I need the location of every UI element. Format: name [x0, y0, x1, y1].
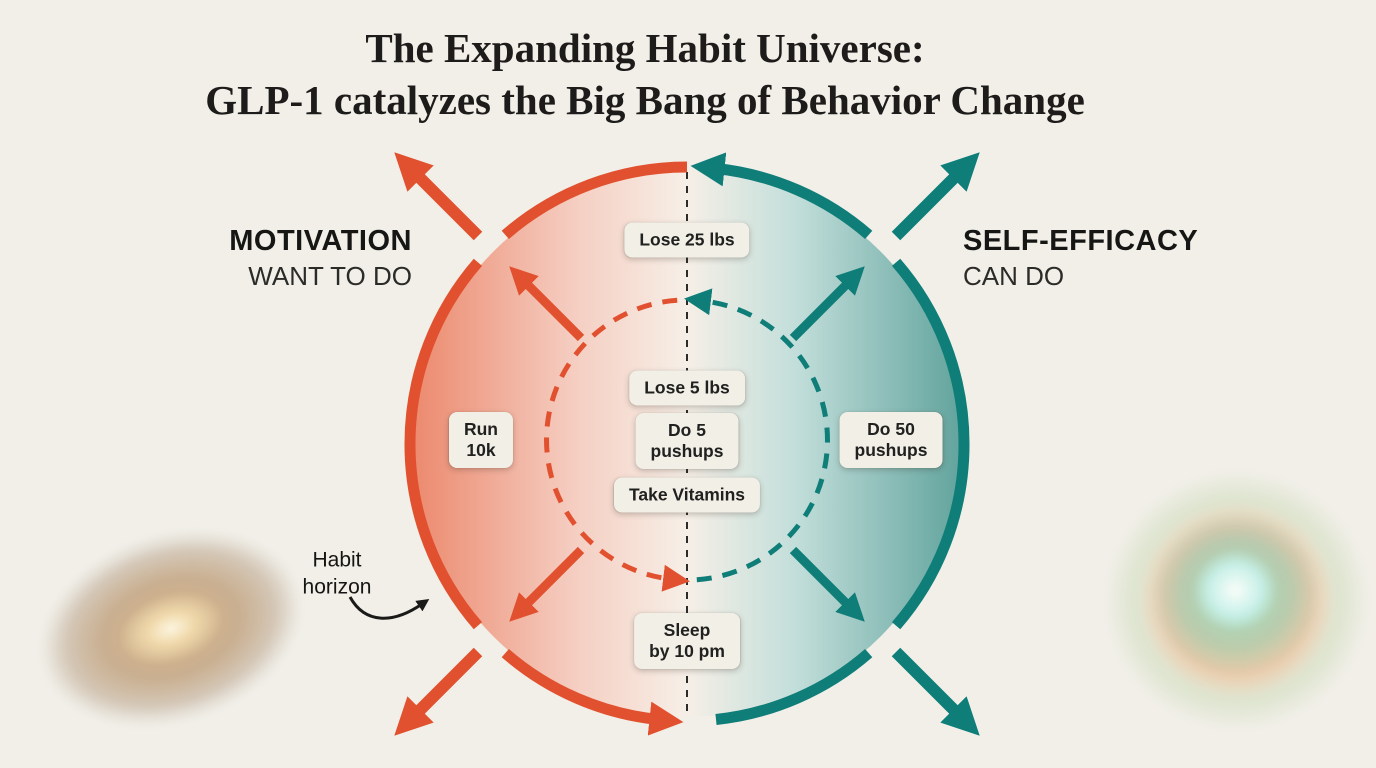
outer-arrow-down-right-icon: [891, 647, 980, 736]
inner-cycle-red-arc-arrow-icon: [544, 297, 691, 592]
outer-cycle-rim: [404, 152, 970, 736]
habit-pill-text: Take Vitamins: [628, 484, 746, 505]
inner-arrow-up-right-icon: [789, 266, 865, 342]
habit-pill-sleep-by-10pm: Sleep by 10 pm: [634, 613, 740, 669]
habit-horizon-line1: Habit: [312, 548, 362, 572]
habit-pill-text: Do 5: [668, 420, 706, 440]
habit-horizon-line2: horizon: [302, 576, 372, 599]
outer-cycle-red-arc-arrow-icon: [404, 161, 688, 736]
motivation-label: MOTIVATION: [229, 225, 412, 257]
habit-pill-text: Lose 25 lbs: [639, 229, 735, 250]
habit-pill-lose-25-lbs: Lose 25 lbs: [624, 222, 750, 258]
inner-arrow-up-left-icon: [509, 266, 585, 342]
habit-pill-text: pushups: [854, 440, 928, 460]
self-efficacy-label: SELF-EFFICACY: [963, 225, 1199, 257]
inner-expansion-arrows: [509, 266, 865, 622]
outer-arrow-up-left-icon: [394, 152, 483, 241]
habit-horizon-note: Habit horizon: [303, 547, 372, 602]
habit-pill-run-10k: Run 10k: [448, 412, 514, 468]
habit-horizon-pointer-arrow-icon: [348, 596, 430, 620]
self-efficacy-sublabel: CAN DO: [963, 261, 1065, 292]
page-title: The Expanding Habit Universe: GLP-1 cata…: [0, 22, 1290, 127]
outer-cycle-teal-arc-arrow-icon: [690, 152, 970, 725]
habit-pill-text: Do 50: [867, 419, 915, 439]
habit-pill-take-vitamins: Take Vitamins: [613, 477, 761, 513]
outer-arrow-down-left-icon: [394, 647, 483, 736]
inner-arrow-down-right-icon: [789, 546, 865, 622]
outer-arrow-up-right-icon: [891, 152, 980, 241]
habit-pill-text: pushups: [650, 441, 724, 461]
habit-pill-lose-5-lbs: Lose 5 lbs: [629, 370, 745, 406]
axis-label-self-efficacy: SELF-EFFICACY CAN DO: [963, 221, 1243, 292]
habit-pill-text: 10k: [466, 440, 496, 460]
habit-pill-do-50-pushups: Do 50 pushups: [839, 412, 943, 468]
habit-pill-text: by 10 pm: [649, 641, 725, 661]
habit-pill-text: Sleep: [663, 620, 711, 640]
page-title-line2: GLP-1 catalyzes the Big Bang of Behavior…: [205, 77, 1085, 124]
axis-label-motivation: MOTIVATION WANT TO DO: [212, 221, 412, 292]
outer-expansion-arrows: [394, 152, 980, 736]
habit-pill-do-5-pushups: Do 5 pushups: [635, 413, 739, 469]
page-title-line1: The Expanding Habit Universe:: [365, 25, 925, 71]
habit-pill-text: Lose 5 lbs: [644, 377, 730, 398]
inner-cycle-teal-arc-arrow-icon: [683, 288, 830, 583]
motivation-sublabel: WANT TO DO: [248, 261, 412, 292]
habit-horizon-cycle: [544, 288, 830, 592]
habit-pill-text: Run: [463, 419, 499, 439]
inner-arrow-down-left-icon: [509, 546, 585, 622]
